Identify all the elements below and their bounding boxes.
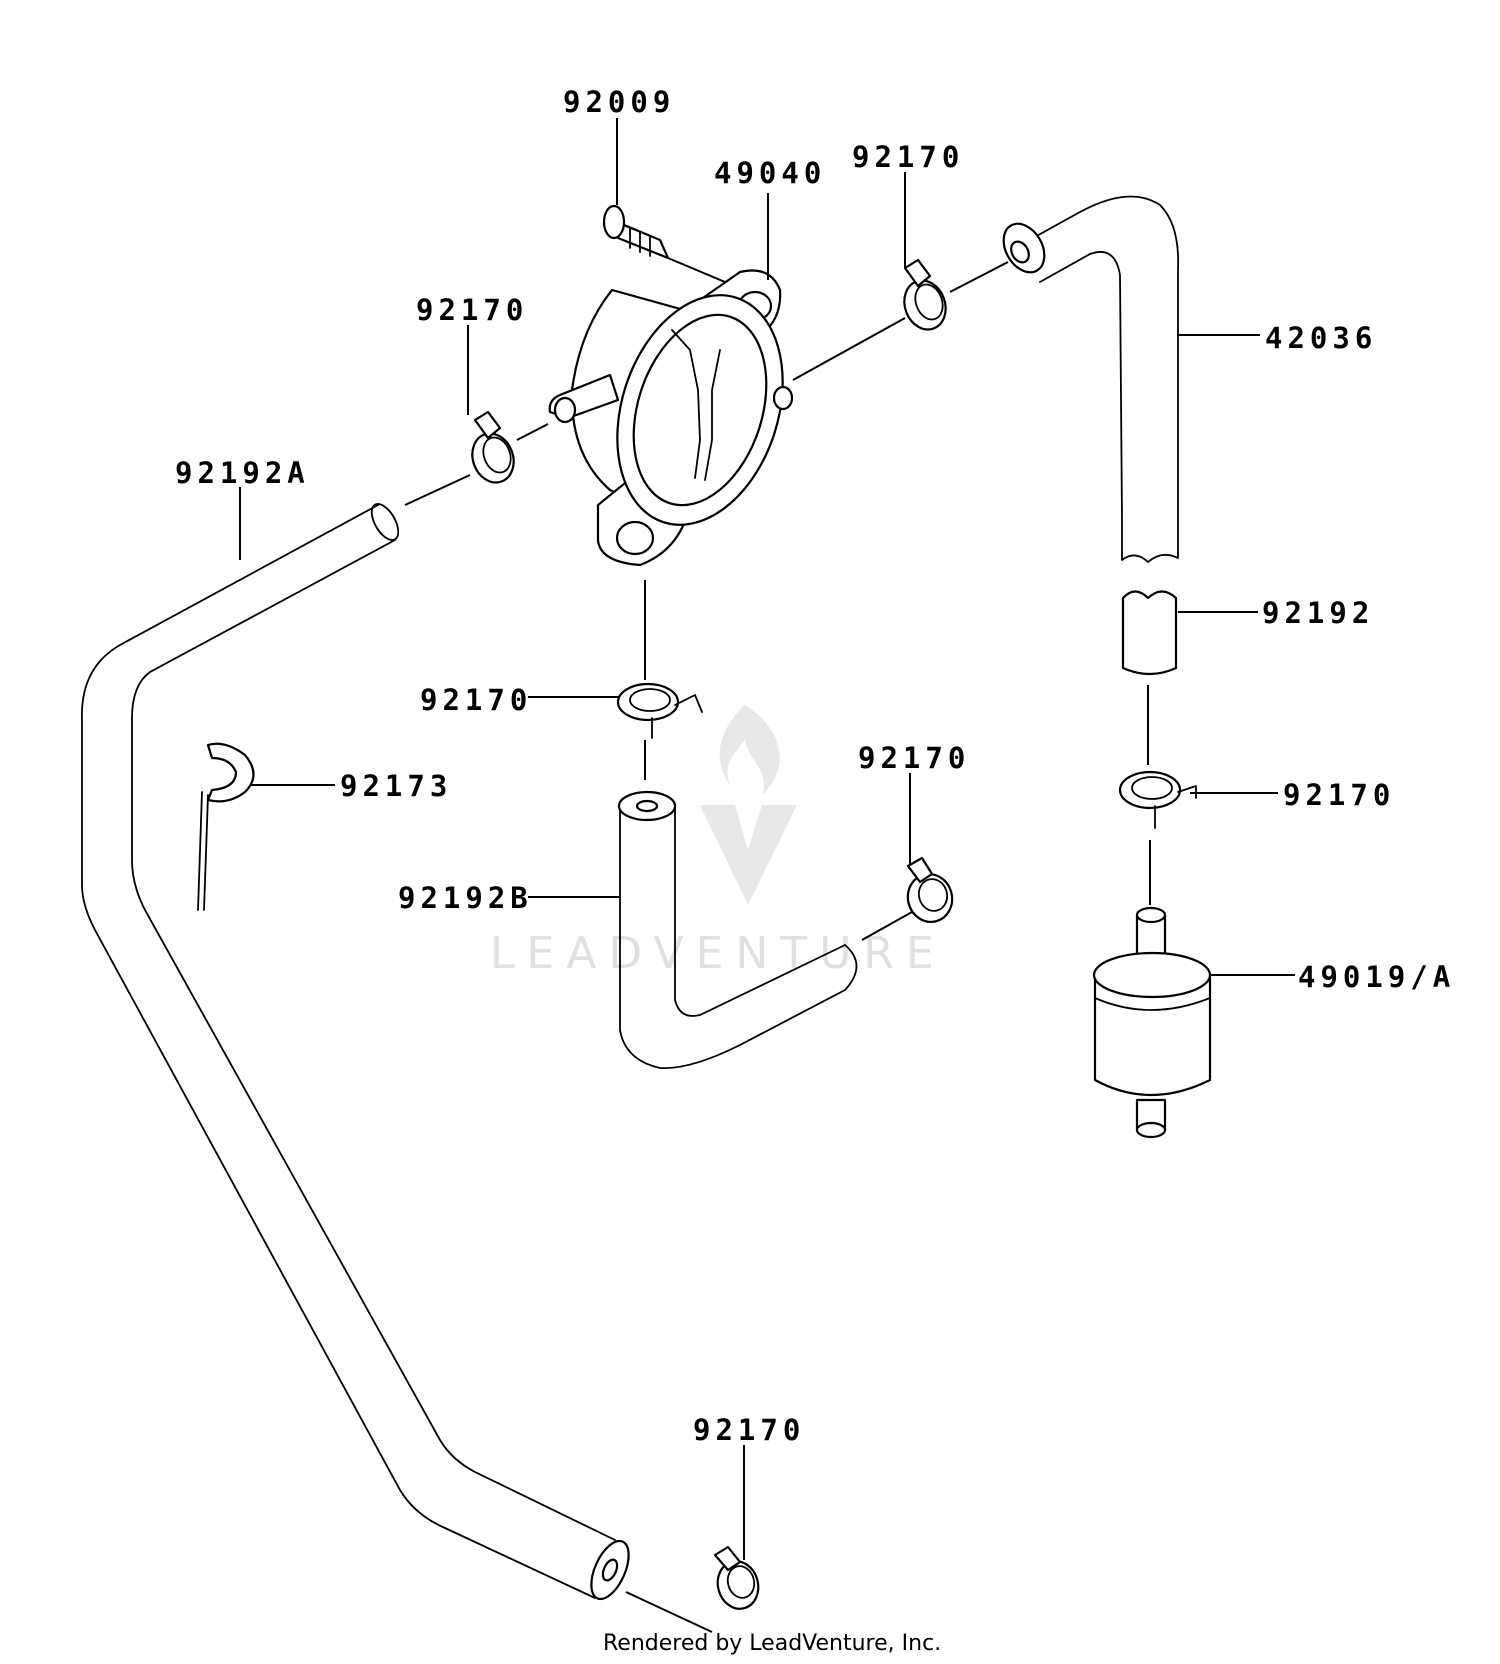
part-labels: 92009 49040 92170 92170 42036 92192A 921… [175, 85, 1455, 1447]
label-92192A: 92192A [175, 456, 310, 490]
screw-92009 [602, 204, 726, 283]
clamp-mid [906, 856, 954, 923]
label-92170-center: 92170 [420, 683, 532, 717]
label-92170-right: 92170 [1283, 778, 1395, 812]
clamp-bottom [713, 1545, 760, 1610]
fuel-pump-49040 [548, 269, 794, 567]
label-49040: 49040 [714, 156, 826, 190]
label-42036: 42036 [1265, 321, 1377, 355]
clip-92173 [197, 742, 255, 911]
watermark-text: LEADVENTURE [490, 928, 946, 979]
clamp-left [471, 410, 515, 484]
fuel-filter-49019A [1092, 906, 1212, 1139]
label-92192: 92192 [1262, 596, 1374, 630]
footer-credit: Rendered by LeadVenture, Inc. [603, 1631, 941, 1656]
leader-lines [239, 118, 1295, 1560]
label-49019A: 49019/A [1298, 960, 1455, 994]
hose-92192A [81, 503, 630, 1601]
hose-92192 [1121, 590, 1178, 676]
label-92170-mid: 92170 [858, 741, 970, 775]
clamp-top [903, 258, 947, 331]
clamp-center [616, 682, 703, 739]
label-92173: 92173 [340, 769, 452, 803]
label-92170-top: 92170 [852, 140, 964, 174]
hose-92192B [617, 790, 858, 1070]
hose-42036 [1002, 195, 1180, 563]
label-92170-left: 92170 [416, 293, 528, 327]
clamp-right [1118, 770, 1197, 829]
watermark-logo: LEADVENTURE [490, 705, 946, 979]
label-92170-bottom: 92170 [693, 1413, 805, 1447]
connection-lines [404, 261, 1151, 1633]
label-92192B: 92192B [398, 881, 533, 915]
label-92009: 92009 [563, 85, 675, 119]
